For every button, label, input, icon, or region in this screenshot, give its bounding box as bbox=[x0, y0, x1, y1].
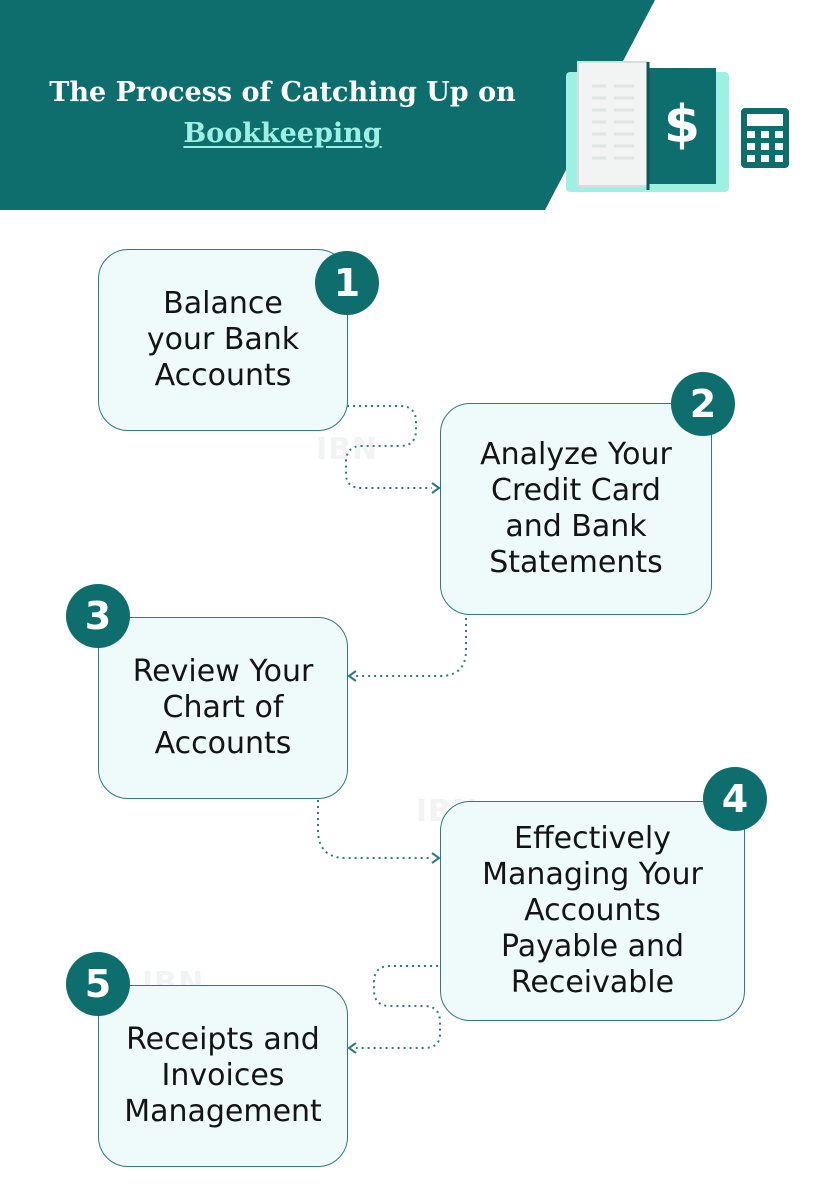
step-5-number-badge: 5 bbox=[66, 952, 130, 1016]
step-4-line: Accounts bbox=[524, 893, 661, 928]
step-5-line: Receipts and bbox=[126, 1022, 320, 1057]
title-line-2: Bookkeeping bbox=[183, 118, 382, 149]
step-1-line: Accounts bbox=[154, 358, 292, 393]
step-2-box: Analyze Your Credit Card and Bank Statem… bbox=[440, 403, 712, 615]
book-dollar-icon: $ bbox=[566, 61, 729, 192]
step-2-line: Statements bbox=[489, 545, 663, 580]
step-2-line: Analyze Your bbox=[480, 437, 672, 472]
step-2-number-badge: 2 bbox=[671, 372, 735, 436]
step-4-line: Effectively bbox=[514, 821, 671, 856]
header-banner bbox=[0, 0, 655, 210]
step-1-line: your Bank bbox=[146, 322, 300, 357]
connector-2-3 bbox=[356, 618, 467, 677]
step-4-line: Receivable bbox=[510, 965, 675, 1000]
step-3-line: Review Your bbox=[132, 654, 314, 689]
step-4-line: Managing Your bbox=[482, 857, 703, 892]
step-1-line: Balance bbox=[163, 286, 283, 321]
step-2-line: Credit Card bbox=[491, 473, 661, 508]
step-4-number-badge: 4 bbox=[703, 767, 767, 831]
step-1-box: Balance your Bank Accounts bbox=[98, 249, 348, 431]
step-3-number-badge: 3 bbox=[66, 584, 130, 648]
step-1-number-badge: 1 bbox=[315, 251, 379, 315]
step-4-line: Payable and bbox=[500, 929, 685, 964]
step-5-line: Management bbox=[124, 1094, 322, 1129]
step-5-box: Receipts and Invoices Management bbox=[98, 985, 348, 1167]
step-5-line: Invoices bbox=[161, 1058, 285, 1093]
svg-text:$: $ bbox=[664, 95, 700, 155]
step-3-line: Accounts bbox=[154, 726, 292, 761]
title-line-1: The Process of Catching Up on bbox=[49, 77, 516, 108]
step-3-box: Review Your Chart of Accounts bbox=[98, 617, 348, 799]
watermark: IBN bbox=[316, 432, 379, 467]
connector-3-4 bbox=[317, 800, 432, 859]
step-3-line: Chart of bbox=[162, 690, 284, 725]
page-title: The Process of Catching Up on Bookkeepin… bbox=[30, 72, 535, 154]
connector-4-5 bbox=[356, 965, 441, 1049]
step-2-line: and Bank bbox=[505, 509, 647, 544]
calculator-icon bbox=[741, 108, 789, 168]
step-4-box: Effectively Managing Your Accounts Payab… bbox=[440, 801, 745, 1021]
